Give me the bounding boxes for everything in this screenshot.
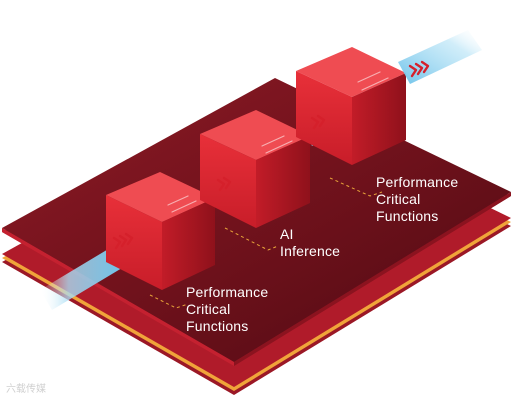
leader-lines <box>149 177 383 309</box>
flow-chevron-icons <box>112 60 430 250</box>
label-ai-inference: AI Inference <box>280 226 341 259</box>
watermark: 六载传媒 <box>6 384 46 395</box>
cube-performance-critical-right <box>296 47 406 165</box>
data-stream-out <box>398 30 482 84</box>
cube-performance-critical-left <box>106 172 215 290</box>
data-stream-in <box>40 248 122 310</box>
motion-streaks <box>167 71 389 213</box>
label-performance-critical-functions-left: Performance Critical Functions <box>186 284 269 334</box>
label-performance-critical-functions-right: Performance Critical Functions <box>376 174 459 224</box>
